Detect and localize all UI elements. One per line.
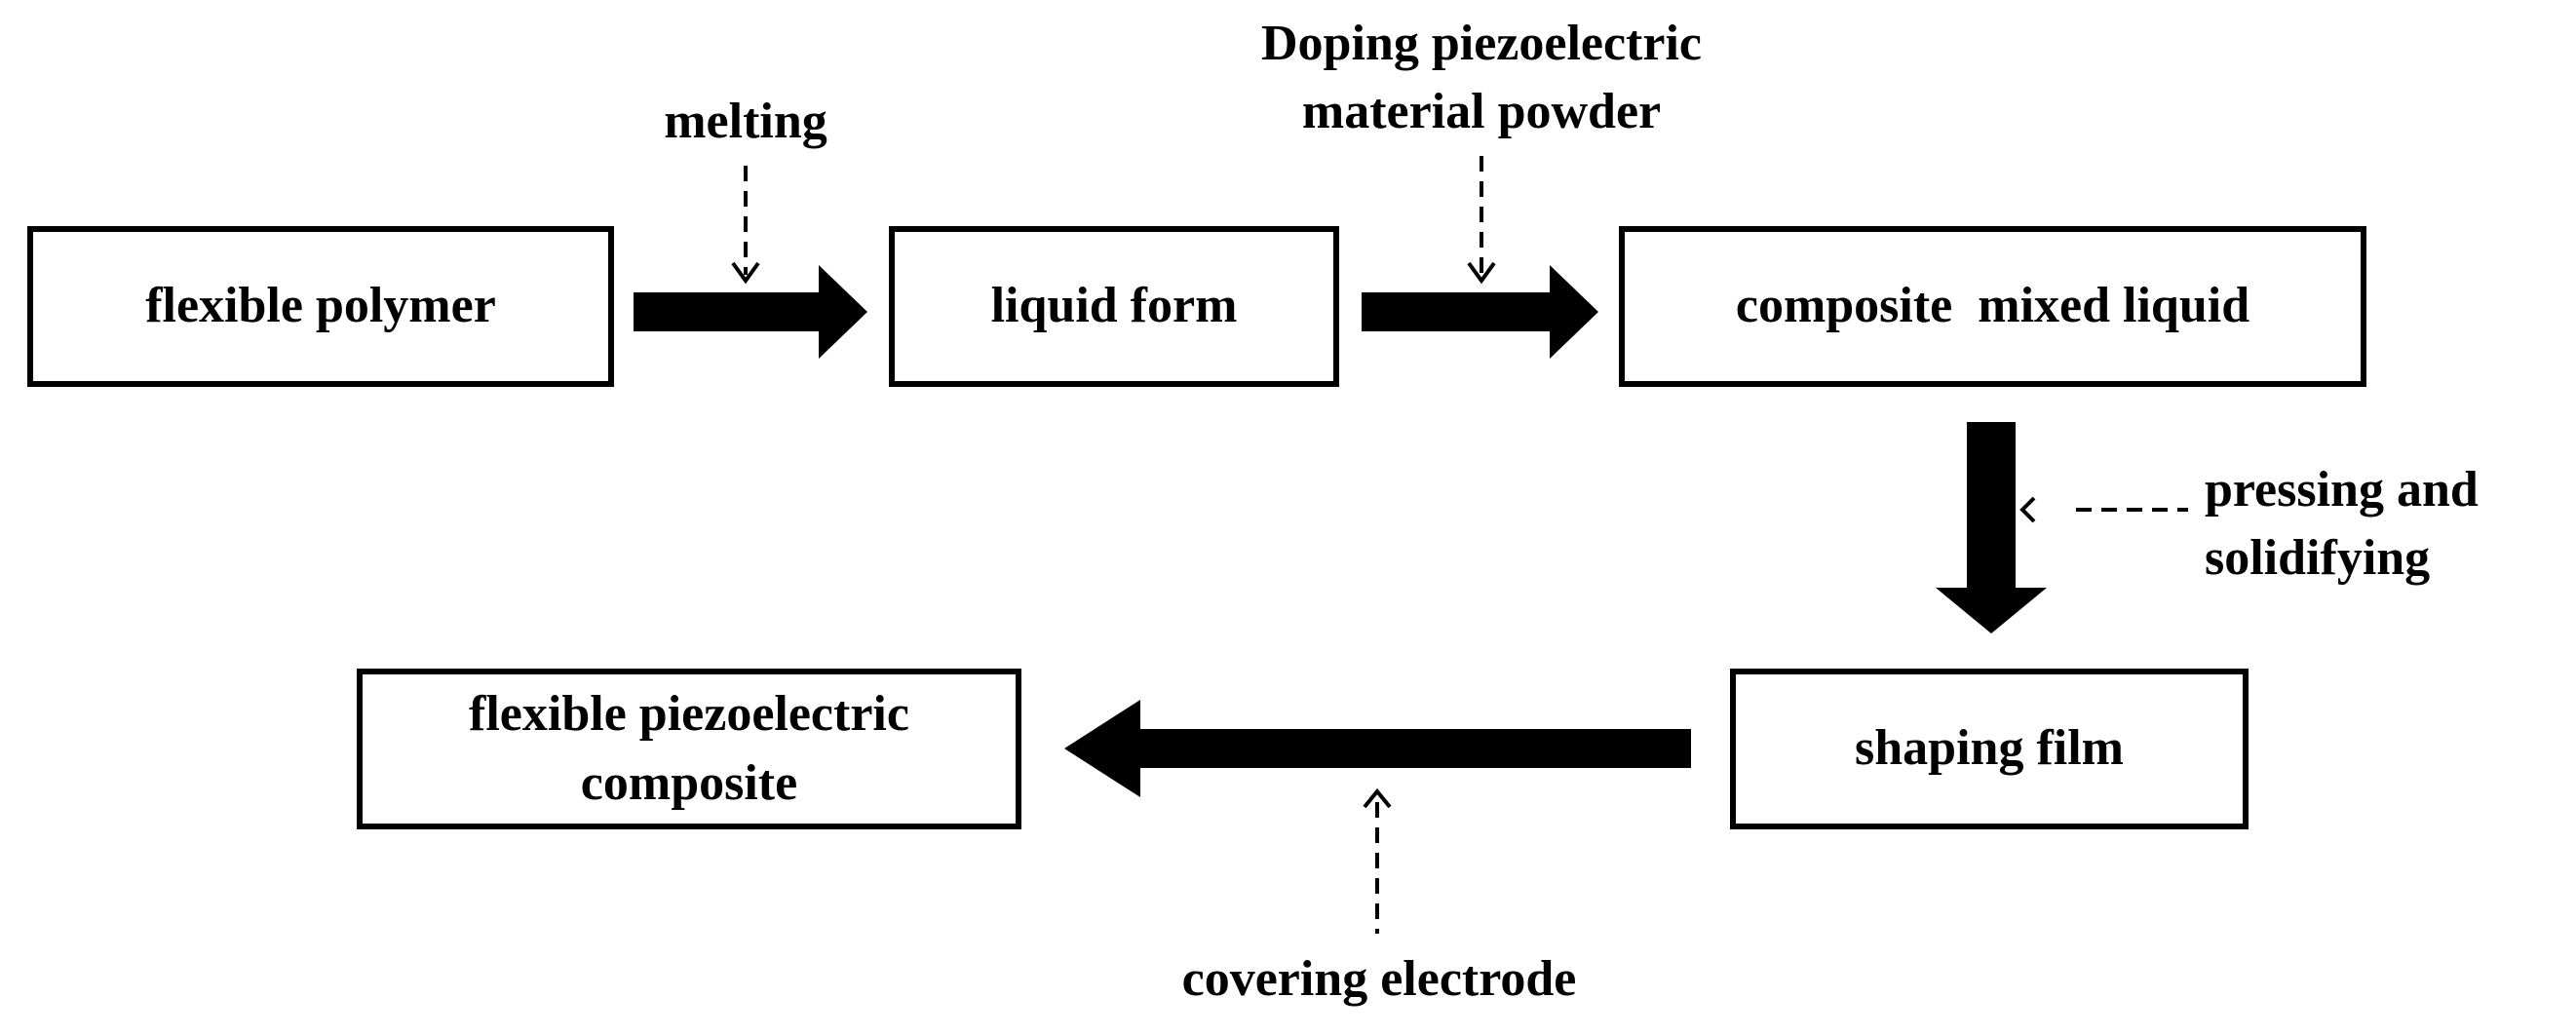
node-liquid-form-label: liquid form — [990, 278, 1238, 334]
pressing-indicator-head — [2019, 496, 2036, 523]
dashed-indicators — [731, 156, 2188, 934]
label-doping-line2: material powder — [1301, 84, 1662, 140]
node-shaping-film: shaping film — [1730, 669, 2249, 829]
node-composite-mixed-liquid-label: composite mixed liquid — [1735, 278, 2250, 334]
node-flexible-polymer: flexible polymer — [27, 226, 614, 387]
arrow-film-to-final — [1064, 700, 1691, 797]
covering-indicator-head — [1363, 787, 1392, 809]
label-pressing: pressing and solidifying — [2205, 456, 2565, 593]
node-shaping-film-label: shaping film — [1855, 720, 2124, 777]
label-pressing-line1: pressing and — [2205, 462, 2479, 518]
node-flexible-piezoelectric-composite: flexible piezoelectric composite — [357, 669, 1021, 829]
label-covering-electrode: covering electrode — [1053, 945, 1706, 1014]
node-final-label-line1: flexible piezoelectric — [469, 686, 909, 743]
melting-indicator-head — [731, 261, 760, 285]
label-doping: Doping piezoelectric material powder — [1165, 10, 1798, 146]
node-liquid-form: liquid form — [889, 226, 1339, 387]
label-covering-text: covering electrode — [1181, 951, 1577, 1007]
arrow-liquid-to-composite — [1362, 265, 1598, 359]
node-final-label-line2: composite — [580, 754, 798, 811]
doping-indicator-head — [1467, 261, 1496, 285]
label-melting: melting — [590, 88, 902, 156]
arrow-composite-to-film — [1936, 422, 2047, 633]
label-doping-line1: Doping piezoelectric — [1261, 16, 1702, 71]
label-melting-text: melting — [664, 94, 827, 149]
label-pressing-line2: solidifying — [2205, 530, 2431, 587]
node-flexible-polymer-label: flexible polymer — [145, 278, 496, 334]
arrow-polymer-to-liquid — [634, 265, 867, 359]
node-composite-mixed-liquid: composite mixed liquid — [1619, 226, 2366, 387]
